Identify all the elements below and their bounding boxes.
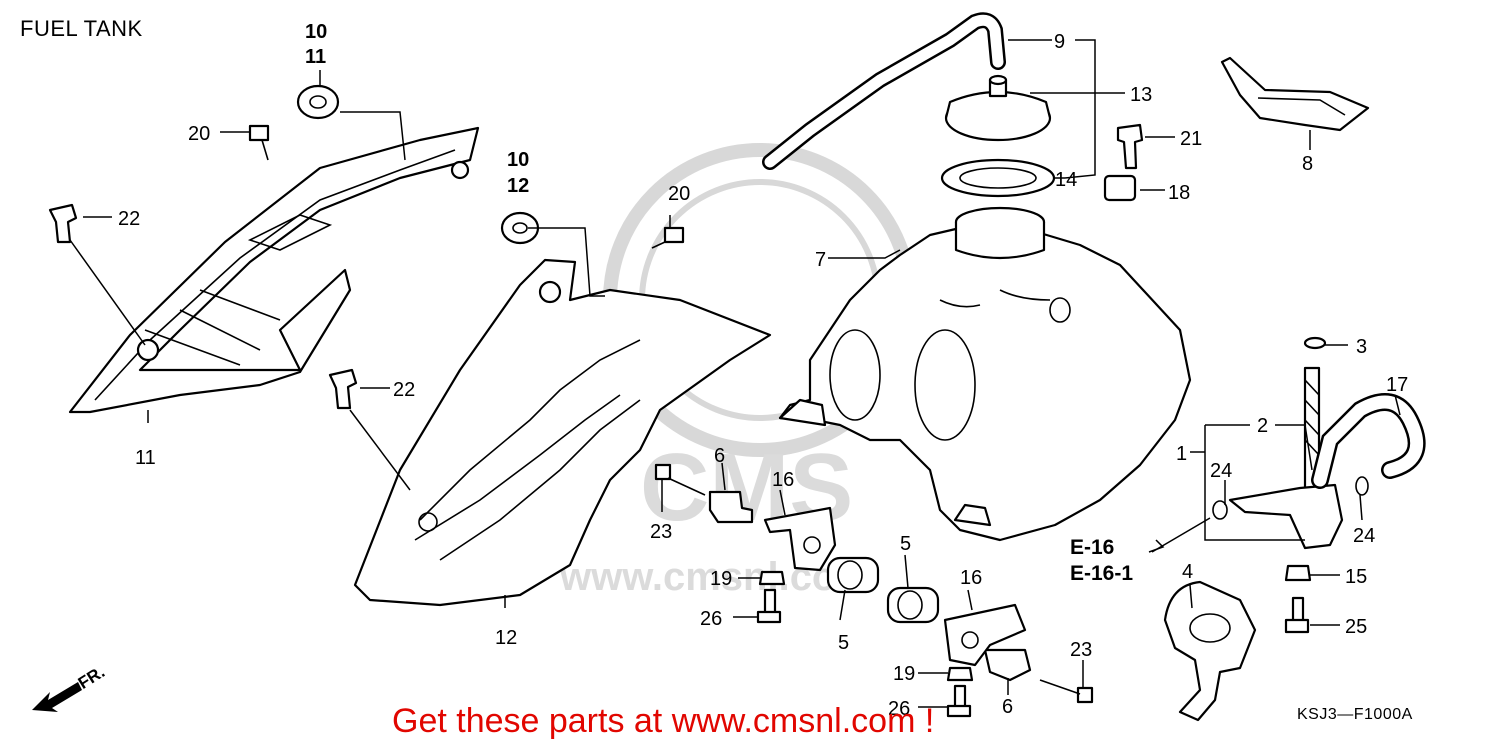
callout-6b: 6: [1002, 696, 1013, 718]
grommet-10-11-part: [296, 84, 340, 120]
callout-16a: 16: [772, 469, 794, 491]
clip-22b-part: [328, 368, 358, 410]
bolt-26b-part: [946, 684, 972, 718]
callout-19a: 19: [710, 568, 732, 590]
callout-15: 15: [1345, 566, 1367, 588]
callout-5b: 5: [900, 533, 911, 555]
nut-15-part: [1284, 564, 1312, 582]
nut-19b-part: [946, 666, 974, 682]
rubber-mount-5b: [886, 586, 940, 624]
heat-pad-part: [1220, 56, 1370, 132]
callout-8: 8: [1302, 153, 1313, 175]
callout-11b: 11: [135, 447, 156, 469]
callout-23a: 23: [650, 521, 672, 543]
cap-seal-part: [940, 158, 1056, 198]
bracket-16b-part: [943, 603, 1027, 667]
clip-24b-part: [1355, 476, 1369, 496]
clip-24a-part: [1212, 500, 1228, 520]
bolt-26a-part: [756, 588, 782, 624]
callout-4: 4: [1182, 561, 1193, 583]
callout-2: 2: [1257, 415, 1268, 437]
callout-14: 14: [1055, 169, 1077, 191]
collar-6b-part: [983, 648, 1032, 682]
callout-10b: 10: [507, 149, 529, 171]
right-shroud-part: [353, 258, 772, 607]
callout-26a: 26: [700, 608, 722, 630]
callout-24b: 24: [1353, 525, 1375, 547]
callout-5a: 5: [838, 632, 849, 654]
reference-label-e16: E-16: [1070, 536, 1115, 559]
callout-23b: 23: [1070, 639, 1092, 661]
callout-26b: 26: [888, 698, 910, 720]
promo-link-text[interactable]: Get these parts at www.cmsnl.com !: [392, 702, 935, 740]
callout-12a: 12: [507, 175, 529, 197]
callout-3: 3: [1356, 336, 1367, 358]
callout-18: 18: [1168, 182, 1190, 204]
clip-22a-part: [48, 203, 78, 244]
bolt-25-part: [1284, 596, 1310, 634]
callout-21: 21: [1180, 128, 1202, 150]
callout-22a: 22: [118, 208, 140, 230]
callout-19b: 19: [893, 663, 915, 685]
callout-20b: 20: [668, 183, 690, 205]
callout-24a: 24: [1210, 460, 1232, 482]
bolt-23a-part: [654, 463, 706, 496]
reference-label-e16-1: E-16-1: [1070, 562, 1134, 585]
callout-10a: 10: [305, 21, 327, 43]
collar-18-part: [1103, 174, 1137, 202]
bolt-23b-part: [1039, 679, 1094, 704]
callout-25: 25: [1345, 616, 1367, 638]
callout-9: 9: [1054, 31, 1065, 53]
callout-22b: 22: [393, 379, 415, 401]
callout-6a: 6: [714, 445, 725, 467]
callout-labels: 1 2 3 4 5 5 6 6 7 8 9 10 10 11 11 12 12 …: [118, 21, 1408, 720]
callout-20a: 20: [188, 123, 210, 145]
callout-16b: 16: [960, 567, 982, 589]
callout-7: 7: [815, 249, 826, 271]
fuel-tank-part: [778, 206, 1192, 542]
callout-17: 17: [1386, 374, 1408, 396]
drawing-code: KSJ3—F1000A: [1297, 706, 1413, 723]
diagram-title: FUEL TANK: [20, 16, 143, 41]
leader-lines: [69, 39, 1401, 708]
bolt-21-part: [1116, 123, 1144, 170]
callout-1: 1: [1176, 443, 1187, 465]
callout-11a: 11: [305, 46, 326, 68]
fuel-cap-part: [944, 74, 1052, 142]
bolt-20a-part: [248, 124, 270, 161]
hose-guide-part: [1163, 580, 1257, 722]
nut-19a-part: [758, 570, 786, 586]
collar-6a-part: [708, 490, 754, 524]
bolt-20b-part: [651, 226, 685, 249]
left-shroud-part: [68, 126, 480, 414]
callout-13: 13: [1130, 84, 1152, 106]
bracket-16a-part: [763, 506, 837, 572]
grommet-10-12-part: [500, 211, 540, 245]
front-arrow-icon: [32, 682, 82, 712]
callout-12b: 12: [495, 627, 517, 649]
rubber-mount-5a: [826, 556, 880, 594]
